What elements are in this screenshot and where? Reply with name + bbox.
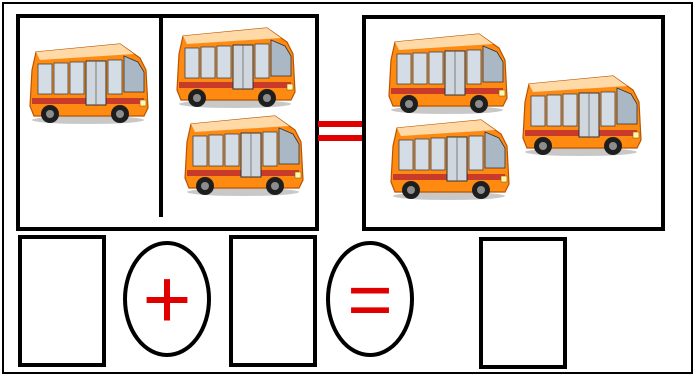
bus-icon xyxy=(176,27,296,109)
equals-sign-top xyxy=(318,121,366,141)
bus-icon xyxy=(522,75,642,157)
left-group-box xyxy=(16,14,319,231)
equals-symbol: = xyxy=(347,255,393,343)
answer-box-1[interactable] xyxy=(18,235,106,367)
plus-symbol: + xyxy=(142,252,191,346)
right-picture-group xyxy=(362,15,665,231)
operator-oval xyxy=(123,241,211,357)
bus-icon xyxy=(184,115,304,197)
left-picture-group xyxy=(16,14,319,231)
bus-icon xyxy=(388,33,508,115)
bus-icon xyxy=(29,43,149,125)
answer-box-2[interactable] xyxy=(229,235,317,367)
equals-oval xyxy=(326,241,414,357)
answer-box-3[interactable] xyxy=(479,237,567,369)
right-group-box xyxy=(362,15,665,231)
bus-icon xyxy=(390,119,510,201)
